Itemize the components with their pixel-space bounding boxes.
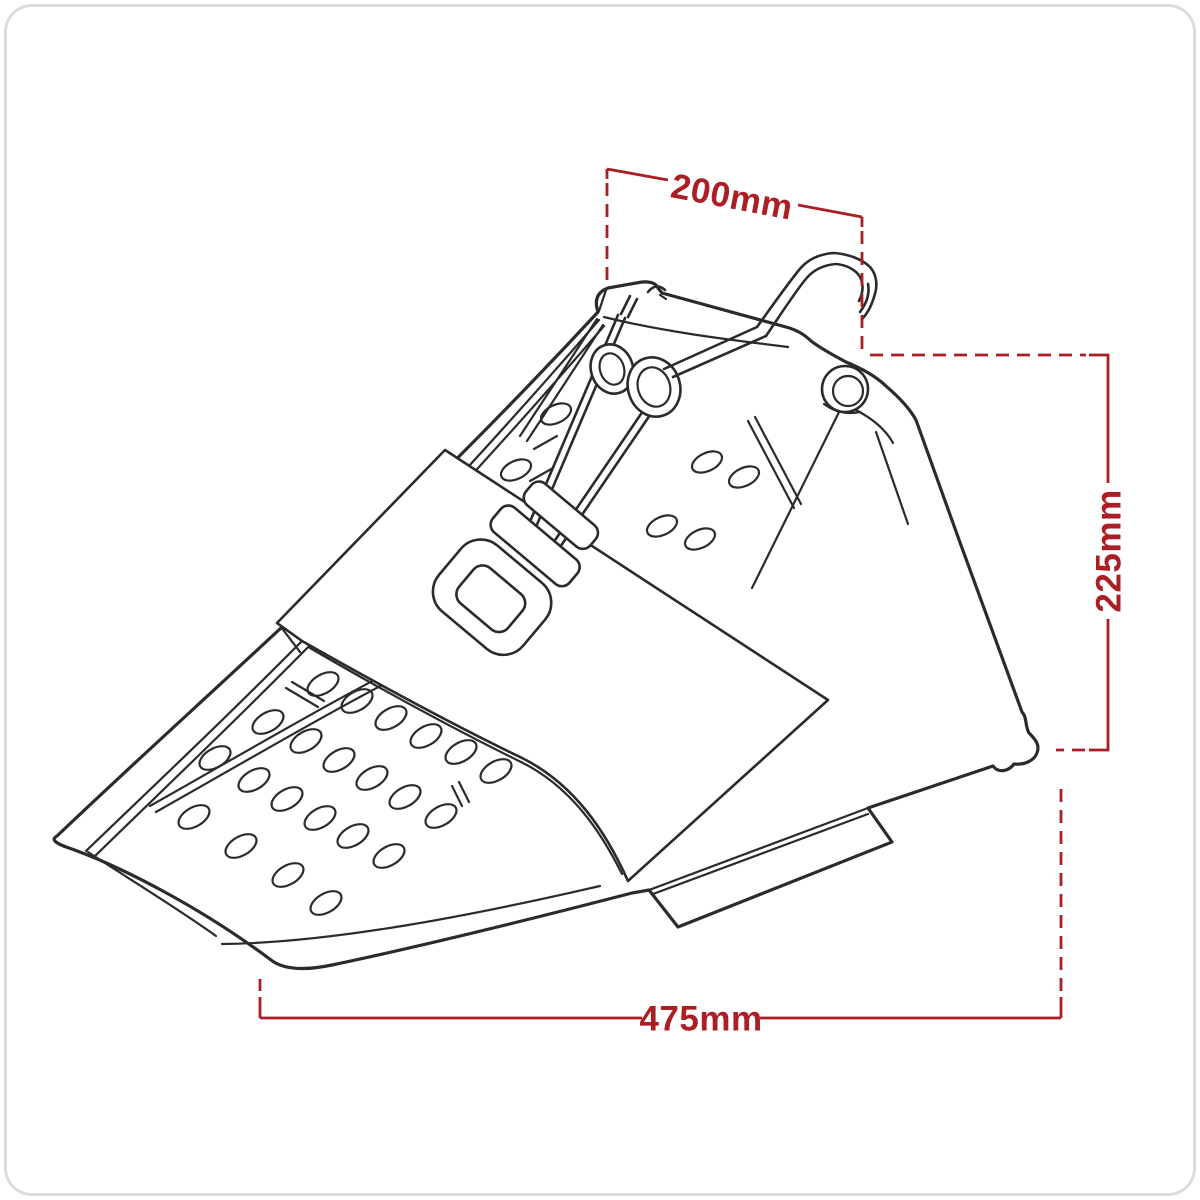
weld-seam-mark xyxy=(528,466,555,483)
upper-rail-line xyxy=(746,419,796,510)
dimension-annotations: 200mm 225mm 475mm xyxy=(258,166,1129,1039)
top-plate-face xyxy=(275,448,830,883)
extension-line-dashed xyxy=(870,353,1086,752)
upper-perforation-holes xyxy=(499,402,761,551)
side-panel-inner-line xyxy=(874,430,910,526)
dimension-bottom-length: 475mm xyxy=(258,786,1063,1039)
dimension-line xyxy=(1089,353,1110,752)
dimension-end-tick xyxy=(258,997,1063,1018)
top-plate-fold-lip xyxy=(279,625,302,654)
extension-line-dashed xyxy=(605,183,864,349)
top-plate xyxy=(275,448,830,883)
dimension-label-right: 225mm xyxy=(1090,489,1129,612)
handle-wire-nub xyxy=(646,285,667,294)
weld-seam-mark xyxy=(284,686,320,709)
ramp-perforation-holes xyxy=(177,671,513,916)
weld-seam-mark xyxy=(532,434,559,451)
upper-rail-line xyxy=(753,415,803,506)
hinge-tube xyxy=(820,364,870,415)
extension-line-dashed xyxy=(258,786,1063,991)
buckle-clamp xyxy=(431,480,600,657)
top-plate-lip-line xyxy=(308,646,624,876)
base-flap-edge xyxy=(651,812,870,896)
chock-illustration xyxy=(52,251,1040,971)
rod-rings xyxy=(589,343,682,418)
ramp-hem-line xyxy=(220,884,602,946)
buckle-head-inner xyxy=(455,564,527,634)
upper-rail-line xyxy=(518,317,599,438)
ring-inner xyxy=(598,352,626,386)
buckle-keeper-bar xyxy=(522,480,600,551)
weld-seam-mark xyxy=(457,780,471,804)
ramp-hem-line xyxy=(86,850,218,938)
upper-rail-line xyxy=(525,323,605,443)
hinge-tube-shade-line xyxy=(822,402,862,415)
handle-tip-arc xyxy=(858,282,870,314)
upper-band-details xyxy=(499,288,910,590)
weld-seam-mark xyxy=(450,784,464,808)
hinge-tube-bore xyxy=(831,374,865,408)
dimension-end-tick xyxy=(605,169,864,227)
buckle-keeper-bar xyxy=(489,504,581,588)
ridge-step-mark xyxy=(658,293,668,301)
ring-outer xyxy=(589,343,635,395)
side-panel-fold-line xyxy=(750,404,844,590)
ridge-cap-line xyxy=(597,288,608,313)
dimension-right-height: 225mm xyxy=(870,353,1129,752)
dimension-label-bottom: 475mm xyxy=(639,1000,762,1039)
handle-hook-outer xyxy=(755,251,878,329)
dimension-label-top: 200mm xyxy=(668,166,796,227)
dimension-line xyxy=(606,167,863,219)
base-flap-edge xyxy=(647,806,870,892)
ring-inner xyxy=(636,366,672,408)
